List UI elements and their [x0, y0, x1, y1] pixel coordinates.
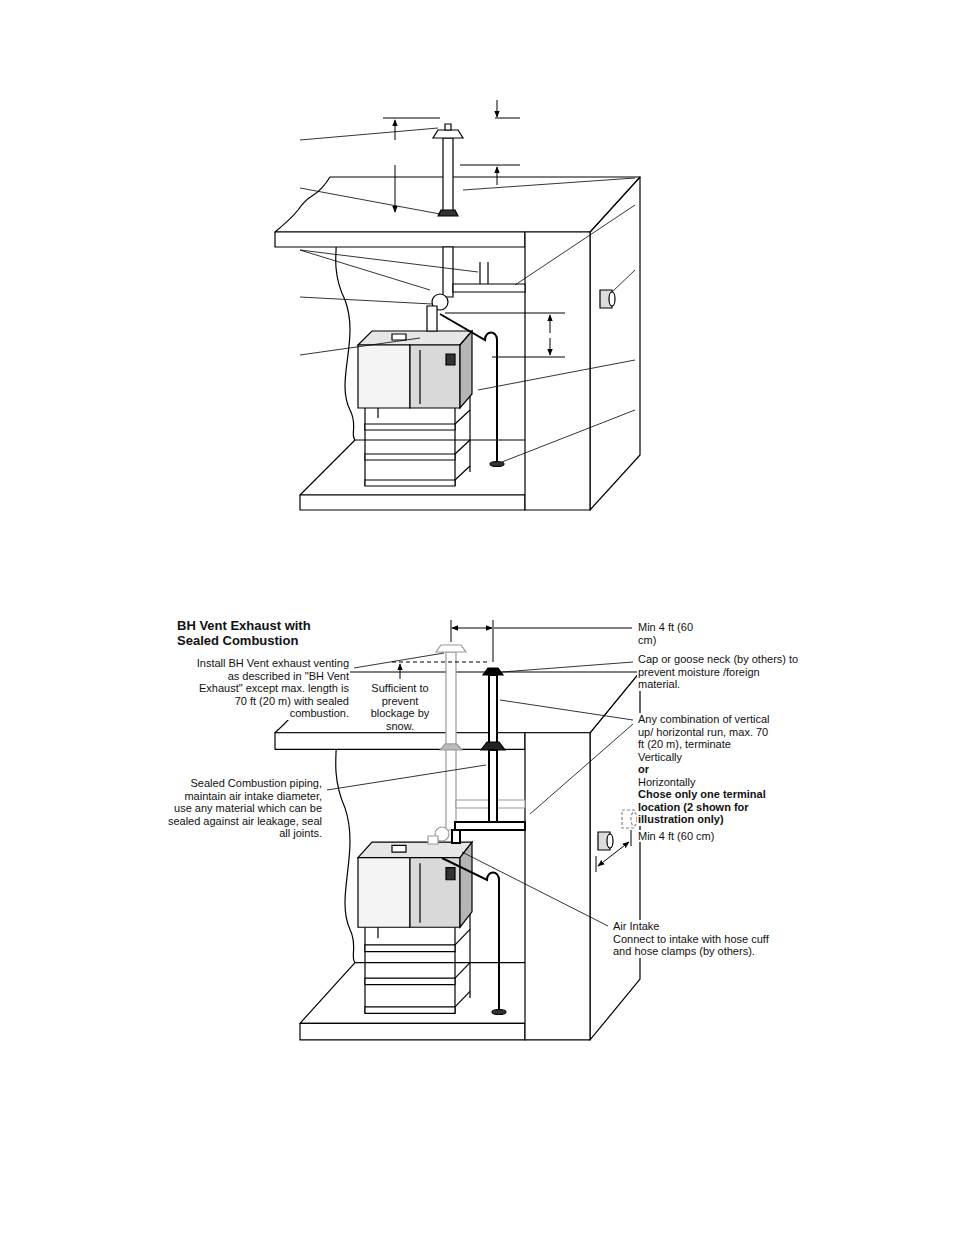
upper-dimension-lines [383, 100, 565, 357]
lower-dimension-lines-part [598, 842, 629, 866]
upper-leader-lines [300, 128, 635, 462]
lower-vent-piping-part-part [607, 834, 613, 848]
upper-vent-piping-part [490, 462, 504, 467]
lower-vent-piping-part [442, 668, 637, 1015]
upper-vent-piping-part [443, 138, 453, 214]
lower-dimension-lines-part [631, 830, 632, 846]
upper-leader-lines-part [300, 338, 420, 355]
lower-dimension-lines-part [493, 620, 494, 662]
upper-dimension-lines-part [497, 100, 498, 117]
lower-vent-piping-part-part [483, 668, 503, 675]
upper-dimension-lines-part [495, 118, 520, 119]
upper-vent-piping-part [445, 124, 451, 130]
lower-vent-piping [428, 645, 637, 1015]
lower-vent-piping-part-part [452, 830, 460, 843]
upper-dimension-lines-part [492, 357, 565, 358]
upper-dimension-lines-part [445, 313, 565, 314]
callout-note: Install BH Vent exhaust venting as descr… [188, 657, 350, 720]
lower-leader-lines-part [502, 662, 633, 672]
lower-vent-piping-part-part [492, 1010, 506, 1015]
upper-leader-lines-part [300, 128, 438, 140]
lower-building-part [275, 672, 640, 1040]
upper-dimension-lines-part [497, 167, 498, 185]
upper-dimension-lines-part [395, 120, 396, 140]
callout-note: Connect to intake with hose cuff and hos… [612, 933, 787, 958]
callout-note: Sealed Combustion piping, maintain air i… [163, 777, 323, 840]
upper-dimension-lines-part [550, 315, 551, 333]
lower-leader-lines-part [354, 653, 444, 668]
callout-note: Any combination of vertical up/ horizont… [637, 713, 777, 763]
upper-leader-lines-part [300, 250, 430, 290]
upper-dimension-lines-part [395, 165, 396, 212]
upper-dimension-lines-part [550, 338, 551, 355]
upper-leader-lines-part [515, 205, 635, 285]
callout-note: Cap or goose neck (by others) to prevent… [637, 653, 805, 691]
dimension-label: Min 4 ft (60 cm) [637, 830, 797, 843]
lower-leader-lines [327, 653, 633, 926]
lower-vent-piping-part-part [489, 750, 497, 822]
upper-leader-lines-part [300, 188, 440, 214]
upper-building [275, 177, 640, 510]
upper-leader-lines-part [612, 270, 635, 292]
lower-vent-piping-part-part [436, 645, 466, 652]
lower-leader-lines-part [530, 724, 633, 814]
lower-vent-piping-part-part [442, 858, 499, 1010]
lower-dimension-lines-part [596, 856, 597, 872]
lower-vent-piping-part-part [440, 744, 462, 750]
upper-vent-piping-part [438, 210, 458, 216]
upper-leader-lines-part [463, 178, 635, 190]
lower-building-part [358, 842, 472, 1013]
upper-vent-piping-part [433, 130, 463, 138]
figure-title: BH Vent Exhaust with Sealed Combustion [176, 618, 351, 648]
upper-dimension-lines-part [383, 118, 440, 119]
lower-dimension-lines-part [392, 662, 488, 663]
lower-dimension-lines-part [494, 628, 632, 629]
upper-vent-piping-part [443, 247, 453, 297]
upper-leader-lines-part [502, 410, 635, 462]
upper-vent-piping-part [453, 284, 525, 292]
upper-leader-lines-part [300, 297, 432, 304]
lower-dimension-lines-part [452, 628, 492, 629]
upper-building-part [275, 177, 640, 510]
lower-leader-lines-part [462, 852, 608, 926]
upper-vent-piping-part [609, 292, 615, 306]
lower-vent-piping-part [428, 645, 525, 844]
lower-dimension-lines [392, 620, 632, 872]
callout-note: or [637, 763, 777, 776]
lower-vent-piping-part-part [489, 675, 497, 743]
lower-building [275, 672, 640, 1040]
upper-vent-piping [427, 124, 615, 467]
lower-dimension-lines-part [451, 620, 452, 642]
lower-vent-piping-part-part [455, 822, 525, 830]
upper-vent-piping-part [479, 262, 480, 284]
callout-heading: Air Intake [612, 920, 782, 933]
upper-leader-lines-part [478, 360, 635, 390]
callout-note: Horizontally [637, 776, 777, 789]
upper-building-part [358, 331, 472, 486]
lower-vent-piping-part-part [428, 836, 438, 844]
lower-leader-lines-part [327, 765, 486, 790]
lower-leader-lines-part [500, 700, 633, 720]
dimension-label: Min 4 ft (60 cm) [637, 621, 699, 646]
upper-vent-piping-part [487, 262, 488, 284]
callout-note: Sufficient to prevent blockage by snow. [358, 682, 442, 732]
lower-vent-piping-part-part [446, 652, 456, 744]
lower-vent-piping-part-part [481, 742, 505, 750]
callout-note: Chose only one terminal location (2 show… [637, 788, 805, 826]
upper-dimension-lines-part [460, 165, 520, 166]
lower-vent-piping-part-part [446, 750, 456, 830]
upper-leader-lines-part [300, 250, 478, 272]
lower-dimension-lines-part [400, 664, 401, 679]
upper-vent-piping-part [427, 306, 437, 331]
